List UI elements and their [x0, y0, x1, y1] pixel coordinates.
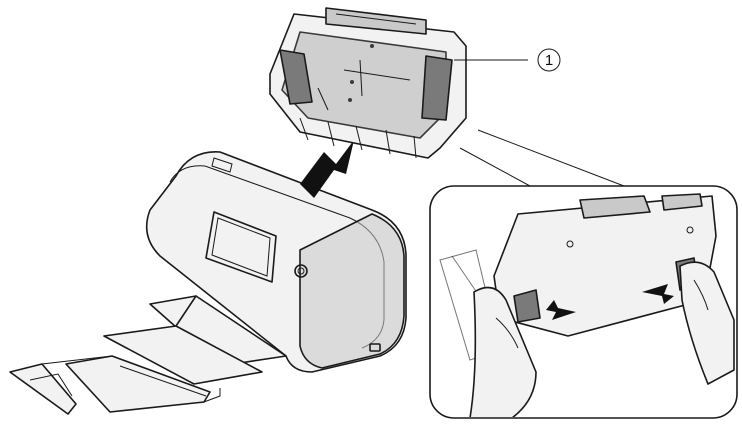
scanner-usb-port	[369, 343, 381, 352]
zoom-detail-inset	[429, 185, 738, 419]
document-feeder-cover	[269, 7, 467, 159]
scanner-body	[145, 151, 407, 373]
scanner-power-button	[294, 264, 308, 278]
callout-label: 1	[545, 52, 553, 69]
scanner-touchscreen	[205, 211, 277, 283]
callout-1: 1	[454, 48, 561, 72]
output-tray	[9, 295, 287, 415]
zoom-leader-lines	[459, 129, 625, 187]
up-arrow-icon	[300, 140, 354, 198]
